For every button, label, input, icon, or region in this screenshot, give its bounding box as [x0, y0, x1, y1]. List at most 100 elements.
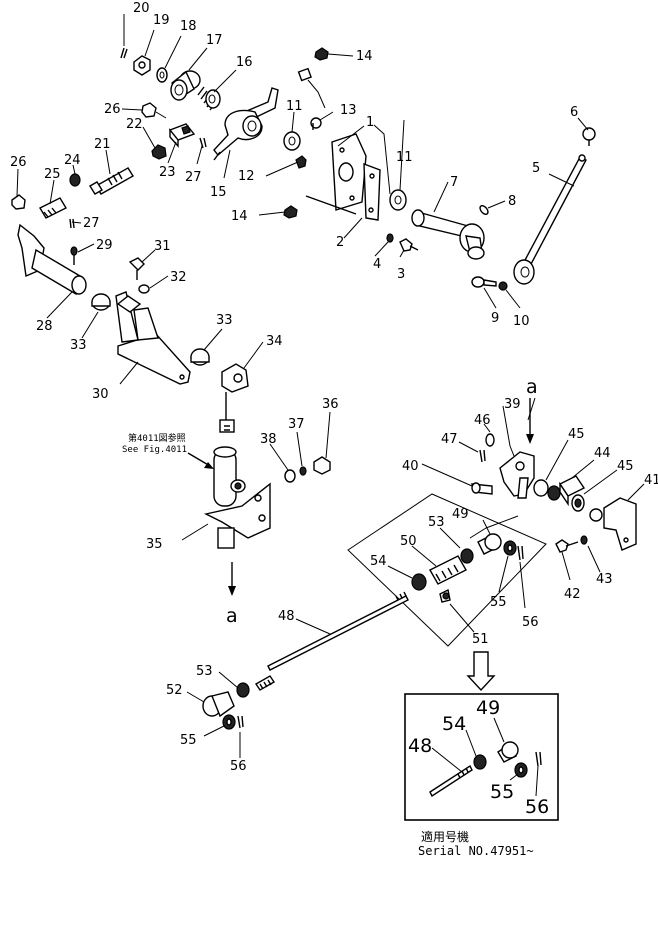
see-fig-arrow: [187, 452, 214, 469]
rod-21: [89, 167, 134, 195]
clip-34: [221, 363, 249, 393]
label-11b: 11: [396, 150, 413, 165]
label-21: 21: [94, 137, 111, 152]
bushing-11a: [283, 131, 301, 151]
label-14a: 14: [356, 49, 373, 64]
label-18: 18: [180, 19, 197, 34]
turnbuckle-50: [429, 555, 467, 585]
nut-53b: [236, 682, 250, 698]
inset-label-49: 49: [476, 697, 500, 719]
block-25: [39, 197, 67, 219]
label-25: 25: [44, 167, 61, 182]
label-28: 28: [36, 319, 53, 334]
spacer-44: [558, 475, 586, 507]
washer-37: [299, 466, 307, 476]
ref-label-a-top: a: [526, 376, 538, 398]
ref-arrow-a-up: [526, 398, 534, 444]
label-36: 36: [322, 397, 339, 412]
bracket-30: [115, 291, 191, 385]
shaft-7: [411, 209, 485, 260]
label-38: 38: [260, 432, 277, 447]
label-8: 8: [508, 194, 516, 209]
washer-10: [498, 281, 508, 291]
label-46: 46: [474, 413, 491, 428]
nut-53a: [460, 548, 474, 564]
label-26b: 26: [10, 155, 27, 170]
label-4: 4: [373, 257, 381, 272]
label-45b: 45: [617, 459, 634, 474]
label-29: 29: [96, 238, 113, 253]
rod-end-49: [477, 533, 502, 555]
label-52: 52: [166, 683, 183, 698]
cotter-pin-20: [120, 47, 128, 59]
leader-lines: [16, 14, 645, 797]
lever-39: [499, 451, 535, 499]
grease-fitting-51: [439, 588, 451, 603]
washer-24: [69, 173, 81, 187]
label-10: 10: [513, 314, 530, 329]
label-3: 3: [397, 267, 405, 282]
see-fig-note-jp: 第4011図参照: [128, 432, 186, 444]
inset-label-54: 54: [442, 713, 466, 735]
label-54: 54: [370, 554, 387, 569]
label-12: 12: [238, 169, 255, 184]
bolt-3: [399, 238, 419, 252]
label-34: 34: [266, 334, 283, 349]
nut-14a: [314, 47, 329, 61]
label-7: 7: [450, 175, 458, 190]
label-48: 48: [278, 609, 295, 624]
label-14b: 14: [231, 209, 248, 224]
rod-end-13: [297, 67, 326, 130]
nut-55a: [503, 540, 517, 556]
label-2: 2: [336, 235, 344, 250]
label-27b: 27: [83, 216, 100, 231]
bushing-11b: [389, 189, 407, 211]
bolt-36: [313, 456, 331, 475]
label-44: 44: [594, 446, 611, 461]
nut-54: [411, 573, 427, 591]
label-56b: 56: [230, 759, 247, 774]
rod-48: [267, 591, 409, 671]
label-22: 22: [126, 117, 143, 132]
plate-1: [331, 133, 367, 211]
label-39: 39: [504, 397, 521, 412]
rod-end-52: [202, 691, 235, 718]
label-20: 20: [133, 1, 150, 16]
nut-19: [133, 55, 151, 76]
label-53a: 53: [428, 515, 445, 530]
cylinder-assembly-35: [203, 392, 271, 549]
inset-label-56: 56: [525, 796, 549, 818]
washer-4: [386, 233, 394, 243]
label-56a: 56: [522, 615, 539, 630]
plate-2: [305, 162, 381, 221]
label-16: 16: [236, 55, 253, 70]
label-30: 30: [92, 387, 109, 402]
bushing-33a: [91, 293, 111, 311]
label-45a: 45: [568, 427, 585, 442]
label-55b: 55: [180, 733, 197, 748]
bushing-33b: [190, 348, 210, 366]
bolt-42: [555, 539, 579, 553]
lever-15: [213, 87, 279, 161]
knob-6: [582, 127, 596, 146]
label-35: 35: [146, 537, 163, 552]
label-42: 42: [564, 587, 581, 602]
cotter-pin-27b: [69, 218, 75, 229]
serial-note-en: Serial NO.47951~: [418, 844, 534, 858]
label-23: 23: [159, 165, 176, 180]
nut-55b: [222, 714, 236, 730]
label-55a: 55: [490, 595, 507, 610]
block-23: [168, 123, 196, 148]
shaft-lever-28: [17, 223, 87, 296]
label-13: 13: [340, 103, 357, 118]
bushing-45a: [533, 479, 561, 501]
label-37: 37: [288, 417, 305, 432]
bolt-26b: [11, 194, 26, 210]
serial-note-jp: 適用号機: [421, 829, 469, 844]
pin-8: [479, 205, 489, 215]
label-33b: 33: [216, 313, 233, 328]
label-1: 1: [366, 115, 374, 130]
washer-18: [156, 67, 168, 83]
block-41: [589, 497, 637, 551]
